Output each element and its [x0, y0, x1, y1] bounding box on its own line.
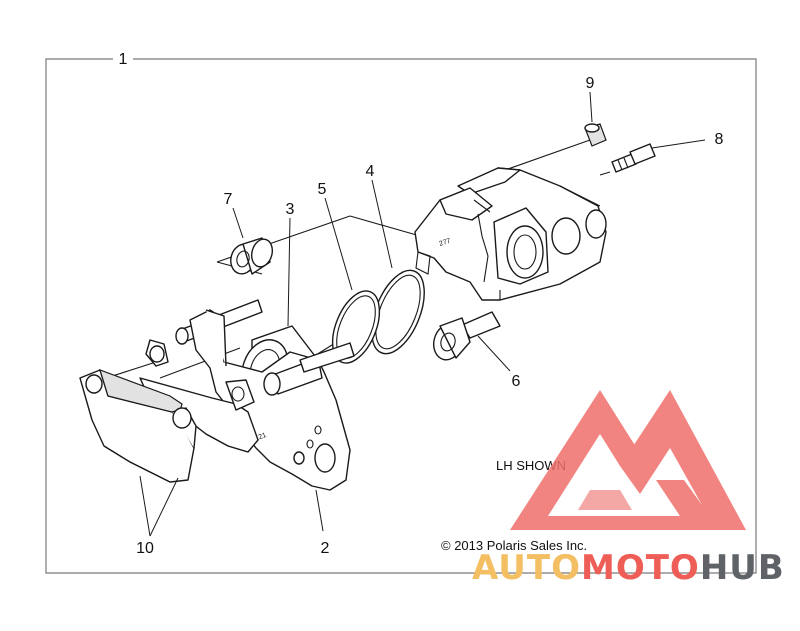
brand-hub: HUB — [699, 548, 785, 588]
bleeder-cap — [584, 123, 607, 147]
callout-10: 10 — [136, 540, 154, 557]
bleeder-valve — [611, 143, 656, 173]
brake-pad-outer — [79, 369, 197, 483]
callout-8: 8 — [715, 131, 724, 148]
callout-7: 7 — [224, 191, 233, 208]
callout-4: 4 — [366, 163, 375, 180]
callout-3: 3 — [286, 201, 295, 218]
brand-moto: MOTO — [580, 548, 700, 588]
slide-pin-lower — [432, 311, 501, 361]
brand-auto: AUTO — [472, 548, 581, 588]
automotohub-logo — [510, 390, 746, 530]
brand-wordmark: AUTOMOTOHUB — [472, 548, 785, 588]
callout-leaders — [139, 91, 706, 537]
copyright-note: © 2013 Polaris Sales Inc. — [441, 538, 587, 553]
callout-2: 2 — [321, 540, 330, 557]
callout-1: 1 — [119, 51, 128, 68]
view-label: LH SHOWN — [496, 458, 566, 473]
kit-frame — [45, 58, 757, 574]
callout-9: 9 — [586, 75, 595, 92]
caliper-bracket: 2121 — [189, 309, 355, 491]
slide-pin-boot-upper — [230, 237, 274, 275]
caliper-housing: 277 — [414, 167, 607, 301]
callout-6: 6 — [512, 373, 521, 390]
bracket-stamp: 2121 — [250, 432, 267, 444]
callout-5: 5 — [318, 181, 327, 198]
caliper-stamp: 277 — [438, 238, 451, 248]
